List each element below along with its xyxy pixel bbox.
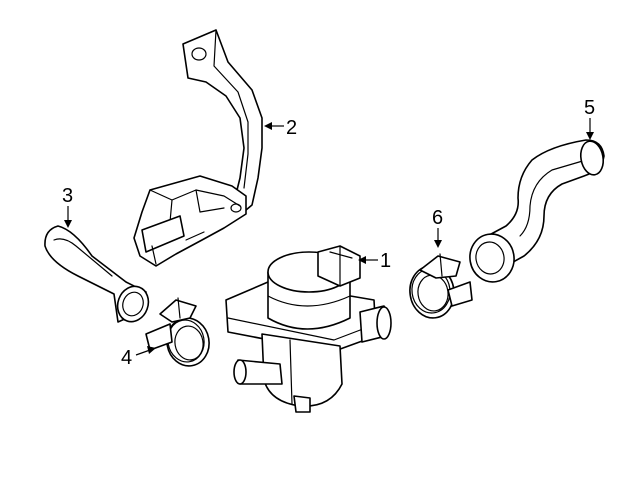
callout-6: 6 — [432, 207, 443, 229]
arrow-4 — [147, 346, 156, 354]
short-hose — [44, 225, 150, 323]
arrow-2 — [264, 122, 272, 130]
callout-leaders — [64, 118, 594, 356]
leader-4 — [135, 349, 151, 356]
callout-2: 2 — [286, 117, 297, 139]
long-hose — [469, 139, 605, 283]
arrow-3 — [64, 220, 72, 228]
callout-4: 4 — [121, 347, 132, 369]
bracket-lower-hole — [230, 203, 242, 213]
right-clamp — [409, 253, 473, 319]
bracket-bolt-hole — [191, 47, 207, 61]
callout-3: 3 — [62, 185, 73, 207]
callout-5: 5 — [584, 97, 595, 119]
auxiliary-pump — [225, 245, 392, 413]
arrow-6 — [434, 240, 442, 248]
arrow-1 — [358, 256, 366, 264]
callout-1: 1 — [380, 250, 391, 272]
mounting-bracket — [133, 29, 263, 267]
arrow-5 — [586, 132, 594, 140]
left-clamp — [145, 297, 210, 367]
callout-labels: 1 2 3 4 5 6 — [62, 97, 595, 369]
